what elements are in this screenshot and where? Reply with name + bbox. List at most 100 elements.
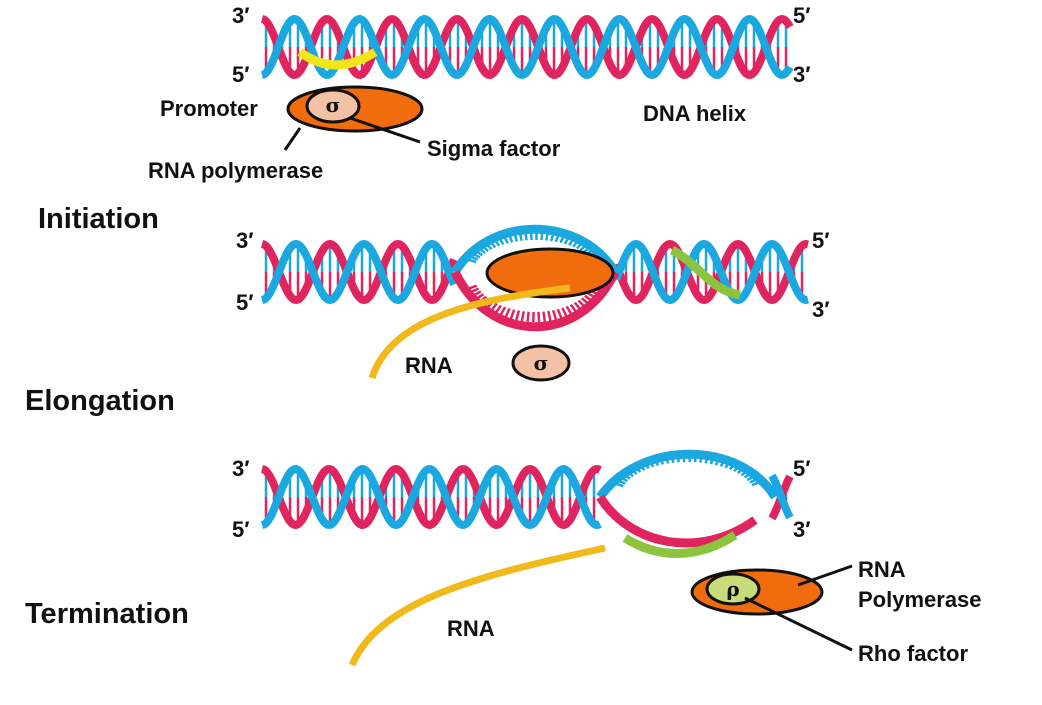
bubble-ticks-3 bbox=[613, 451, 762, 488]
bubble-tick bbox=[487, 238, 497, 249]
bubble-tick bbox=[526, 311, 530, 322]
bubble-tick bbox=[512, 231, 519, 242]
bubble-tick bbox=[670, 452, 675, 464]
bubble-tick bbox=[474, 293, 485, 301]
bubble-tick bbox=[466, 284, 478, 291]
panel3-end-bottom-left: 5′ bbox=[232, 517, 250, 542]
template-strand bbox=[261, 14, 794, 80]
bubble-tick bbox=[615, 478, 626, 485]
bubble-tick bbox=[577, 299, 587, 309]
panel2-end-top-left: 3′ bbox=[236, 228, 254, 253]
bubble-tick bbox=[499, 306, 507, 317]
bubble-tick bbox=[613, 481, 624, 488]
sigma-factor-shape bbox=[305, 88, 361, 124]
bubble-tick bbox=[549, 231, 555, 242]
rna-strand-3 bbox=[348, 544, 606, 667]
panel2-end-bottom-right: 3′ bbox=[812, 297, 830, 322]
bubble-tick bbox=[719, 456, 727, 467]
bubble-tick bbox=[587, 291, 597, 300]
bubble-tick bbox=[579, 242, 589, 252]
bubble-tick bbox=[632, 464, 642, 473]
bubble-tick bbox=[733, 463, 742, 473]
bubble-tick bbox=[584, 294, 594, 303]
bubble-tick bbox=[509, 309, 516, 320]
bubble-tick bbox=[502, 233, 509, 244]
bubble-tick bbox=[582, 245, 593, 254]
bubble-tick bbox=[652, 456, 660, 467]
coding-strand bbox=[261, 239, 809, 305]
bubble-tick bbox=[743, 471, 754, 479]
sigma-factor-pointer bbox=[349, 116, 421, 144]
rho-factor-label: Rho factor bbox=[858, 641, 968, 666]
released-sigma-shape bbox=[511, 344, 571, 382]
rho-factor-pointer bbox=[744, 596, 853, 652]
termination-title: Termination bbox=[25, 598, 189, 630]
elongation-title: Elongation bbox=[25, 385, 175, 417]
rna-label-2: RNA bbox=[405, 353, 453, 378]
rna-polymerase-label-3a: RNA bbox=[858, 557, 906, 582]
panel1-end-bottom-right: 3′ bbox=[793, 62, 811, 87]
bubble-tick bbox=[682, 452, 686, 463]
panel1-end-top-right: 5′ bbox=[793, 3, 811, 28]
bubble-tick bbox=[556, 308, 563, 319]
bubble-tick bbox=[470, 251, 481, 259]
rho-factor-shape bbox=[705, 572, 761, 606]
bubble-tick bbox=[618, 475, 629, 483]
initiation-title: Initiation bbox=[38, 203, 159, 235]
sigma-factor-label: Sigma factor bbox=[427, 136, 561, 161]
bubble-tick bbox=[676, 452, 680, 463]
bubble-tick bbox=[518, 230, 523, 242]
rna-polymerase-label-3b: Polymerase bbox=[858, 587, 982, 612]
bubble-tick bbox=[565, 305, 573, 316]
bubble-tick bbox=[489, 302, 498, 313]
dna-helix-3 bbox=[261, 464, 794, 530]
bubble-tick bbox=[507, 232, 514, 243]
bubble3-terminator bbox=[622, 531, 738, 558]
bubble-tick bbox=[709, 454, 716, 465]
bubble-tick bbox=[647, 457, 655, 468]
bubble-tick bbox=[540, 230, 544, 241]
promoter-region bbox=[297, 48, 378, 70]
bubble-tick bbox=[473, 248, 483, 257]
bubble-tick bbox=[471, 290, 482, 298]
rho-symbol: ρ bbox=[726, 577, 739, 601]
bubble-tick bbox=[545, 230, 550, 241]
bubble-tick bbox=[492, 237, 501, 247]
bubble-tick bbox=[664, 453, 670, 464]
bubble-tick bbox=[547, 310, 552, 322]
bubble-tick bbox=[573, 301, 583, 312]
bubble-tick bbox=[724, 458, 733, 469]
panel3-end-top-left: 3′ bbox=[232, 456, 250, 481]
panel3-end-bottom-right: 3′ bbox=[793, 517, 811, 542]
bubble-tick bbox=[737, 465, 747, 475]
bubble-tick bbox=[624, 469, 634, 478]
polymerase-pointer-3 bbox=[797, 564, 853, 587]
rna-polymerase-label: RNA polymerase bbox=[148, 158, 324, 183]
rna-label-3: RNA bbox=[447, 616, 495, 641]
template-strand bbox=[261, 464, 794, 530]
bubble-tick bbox=[621, 472, 631, 480]
bubble-tick bbox=[576, 240, 585, 250]
panel1-end-bottom-left: 5′ bbox=[232, 62, 250, 87]
bubble-tick bbox=[468, 287, 480, 294]
bubble-tick bbox=[483, 241, 493, 251]
template-strand bbox=[261, 239, 809, 305]
bubble-tick bbox=[568, 236, 576, 246]
bubble-tick bbox=[693, 452, 698, 463]
bubble-tick bbox=[751, 480, 762, 487]
bubble-tick bbox=[551, 309, 558, 321]
terminator-region bbox=[669, 246, 741, 300]
sigma-symbol: σ bbox=[326, 93, 341, 117]
promoter-label: Promoter bbox=[160, 96, 258, 121]
bubble-tick bbox=[466, 257, 477, 264]
bubble-tick bbox=[572, 238, 581, 248]
bubble-tick bbox=[479, 243, 489, 252]
panel1-end-top-left: 3′ bbox=[232, 3, 250, 28]
panel3-end-top-right: 5′ bbox=[793, 456, 811, 481]
bubble-tick bbox=[581, 297, 591, 306]
bubble-tick bbox=[704, 453, 710, 464]
bubble-tick bbox=[559, 233, 566, 244]
bubble-tick bbox=[746, 474, 757, 482]
